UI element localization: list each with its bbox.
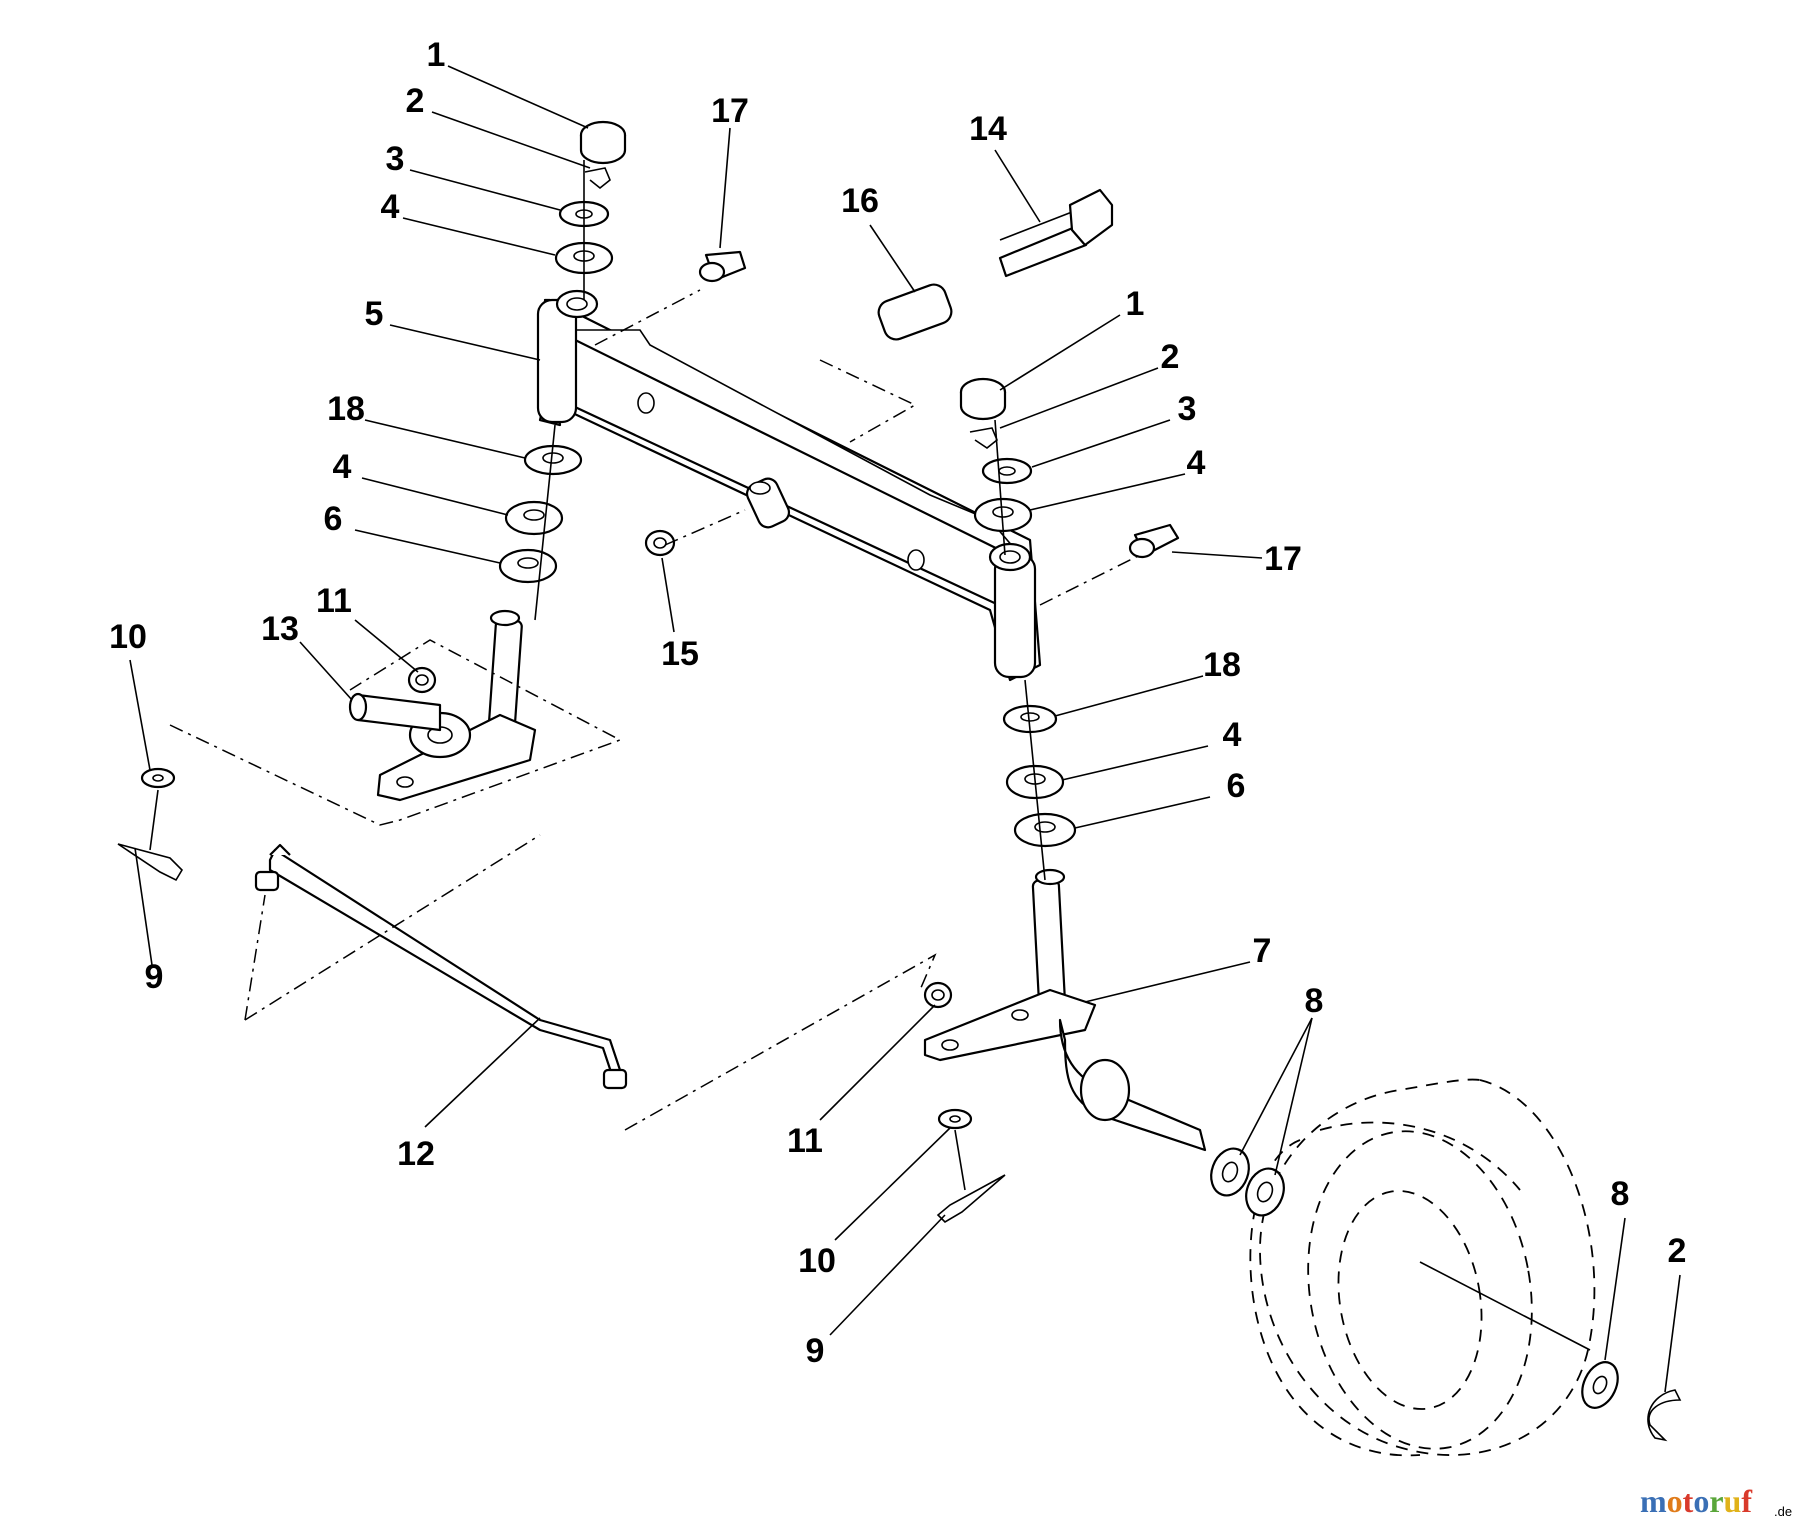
- callout-13: 13: [261, 610, 299, 648]
- axle-beam: [536, 289, 1042, 682]
- assembly-lines: [149, 160, 1141, 1191]
- watermark: motoruf .de: [1640, 1483, 1792, 1519]
- e-ring-left: [584, 167, 611, 190]
- callout-14: 14: [969, 110, 1007, 148]
- watermark-suffix: .de: [1774, 1504, 1792, 1519]
- callout-11: 11: [787, 1122, 823, 1160]
- cotter-pin-left: [117, 843, 184, 882]
- callout-6: 6: [1227, 767, 1246, 805]
- left-spindle: [348, 609, 537, 802]
- small-parts: [117, 120, 1682, 1442]
- callout-17: 17: [1264, 540, 1302, 578]
- callout-3: 3: [1178, 390, 1197, 428]
- watermark-text: motoruf: [1640, 1483, 1752, 1519]
- callout-3: 3: [386, 140, 405, 178]
- callout-10: 10: [798, 1242, 836, 1280]
- callout-7: 7: [1253, 932, 1272, 970]
- callout-12: 12: [397, 1135, 435, 1173]
- callout-9: 9: [806, 1332, 825, 1370]
- callout-8: 8: [1611, 1175, 1630, 1213]
- e-ring-right: [969, 427, 998, 449]
- e-ring-outer: [1647, 1389, 1682, 1442]
- watermark-letter: u: [1724, 1483, 1742, 1519]
- callout-2: 2: [1161, 338, 1180, 376]
- watermark-letter: f: [1741, 1483, 1752, 1519]
- tire: [1249, 1078, 1596, 1457]
- callout-4: 4: [1187, 444, 1206, 482]
- cotter-pin-right: [936, 1174, 1006, 1224]
- callout-4: 4: [1223, 716, 1242, 754]
- callout-8: 8: [1305, 982, 1324, 1020]
- tie-rod: [254, 843, 628, 1090]
- callout-18: 18: [1203, 646, 1241, 684]
- watermark-letter: o: [1693, 1483, 1709, 1519]
- watermark-letter: r: [1709, 1483, 1723, 1519]
- watermark-letter: o: [1667, 1483, 1683, 1519]
- right-spindle: [923, 868, 1207, 1152]
- callout-1: 1: [1126, 285, 1145, 323]
- callout-2: 2: [1668, 1232, 1687, 1270]
- callout-11: 11: [316, 582, 352, 620]
- leader-lines: [129, 65, 1681, 1393]
- callout-9: 9: [145, 958, 164, 996]
- callout-6: 6: [324, 500, 343, 538]
- watermark-letter: m: [1640, 1483, 1667, 1519]
- callout-4: 4: [333, 448, 352, 486]
- callout-4: 4: [381, 188, 400, 226]
- callout-5: 5: [365, 295, 384, 333]
- callout-2: 2: [406, 82, 425, 120]
- watermark-letter: t: [1683, 1483, 1694, 1519]
- callout-10: 10: [109, 618, 147, 656]
- callout-15: 15: [661, 635, 699, 673]
- callout-16: 16: [841, 182, 879, 220]
- callout-18: 18: [327, 390, 365, 428]
- callout-1: 1: [427, 36, 446, 74]
- callout-17: 17: [711, 92, 749, 130]
- spacer-16: [877, 283, 953, 341]
